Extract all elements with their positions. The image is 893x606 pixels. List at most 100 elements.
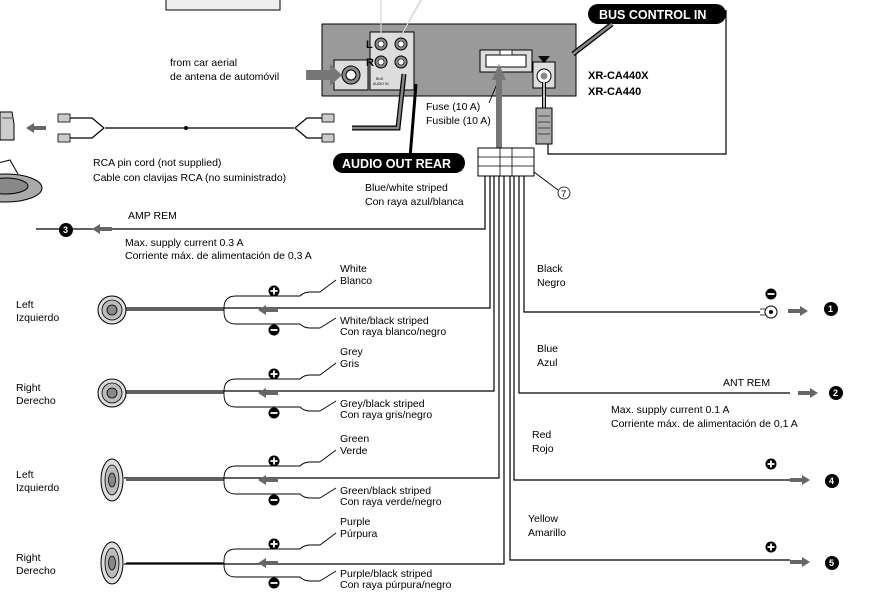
model-xr-ca440x: XR-CA440X bbox=[588, 70, 649, 82]
ant-max-en: Max. supply current 0.1 A bbox=[611, 404, 729, 416]
arrow-left-icon bbox=[258, 475, 278, 485]
ref-3-badge bbox=[59, 223, 73, 237]
amplifier-icon bbox=[0, 111, 15, 141]
aerial-arrow-icon bbox=[306, 64, 342, 86]
minus-icon bbox=[268, 494, 280, 506]
audio-out-rear-tag: AUDIO OUT REAR bbox=[333, 153, 465, 173]
speaker-side-es: Derecho bbox=[16, 565, 56, 577]
arrow-left-icon bbox=[258, 388, 278, 398]
fuse-label-en: Fuse (10 A) bbox=[426, 101, 480, 113]
arrow-left-icon bbox=[258, 305, 278, 315]
model-xr-ca440: XR-CA440 bbox=[588, 86, 641, 98]
speaker-neg-wire-en: Grey/black striped bbox=[340, 398, 425, 410]
speaker-side-en: Left bbox=[16, 469, 34, 481]
speaker-pos-wire-es: Verde bbox=[340, 445, 368, 457]
ref-1-badge bbox=[824, 302, 838, 316]
plus-icon bbox=[268, 538, 280, 550]
fuse-arrow-icon bbox=[492, 64, 506, 148]
speaker-side-es: Derecho bbox=[16, 395, 56, 407]
rca-pin-cord bbox=[57, 113, 335, 143]
wire-red-es: Rojo bbox=[532, 443, 554, 455]
bluewhite-label-es: Con raya azul/blanca bbox=[365, 196, 464, 208]
aerial-label-en: from car aerial bbox=[170, 57, 237, 69]
speaker-pos-wire-es: Gris bbox=[340, 358, 359, 370]
speaker-pos-wire-en: Grey bbox=[340, 346, 364, 358]
speaker-icon bbox=[97, 378, 127, 408]
speaker-side-en: Right bbox=[16, 552, 41, 564]
speaker-pos-wire-en: White bbox=[340, 263, 367, 275]
minus-icon bbox=[268, 577, 280, 589]
speaker-neg-wire-es: Con raya gris/negro bbox=[340, 409, 432, 421]
speaker-icon bbox=[100, 458, 124, 502]
wire-blue-en: Blue bbox=[537, 343, 558, 355]
wire-blue-es: Azul bbox=[537, 357, 557, 369]
rca-label-en: RCA pin cord (not supplied) bbox=[93, 157, 221, 169]
wire-yellow-en: Yellow bbox=[528, 513, 558, 525]
speaker-neg-wire-en: Green/black striped bbox=[340, 485, 431, 497]
speaker-pos-wire-en: Purple bbox=[340, 516, 371, 528]
speaker-side-es: Izquierdo bbox=[16, 312, 59, 324]
jack-tag-1: BUS bbox=[376, 77, 384, 81]
jack-tag-2: AUDIO IN bbox=[373, 82, 389, 86]
harness-connector bbox=[477, 147, 535, 177]
ref-3-text: 3 bbox=[63, 225, 68, 235]
bus-control-in-label: BUS CONTROL IN bbox=[599, 8, 706, 22]
aerial-label-es: de antena de automóvil bbox=[170, 71, 279, 83]
ant-rem-label: ANT REM bbox=[723, 377, 770, 389]
wire-black-es: Negro bbox=[537, 277, 566, 289]
rca-label-es: Cable con clavijas RCA (no suministrado) bbox=[93, 172, 286, 184]
arrow-left-icon bbox=[258, 558, 278, 568]
ref-2-badge bbox=[829, 386, 843, 400]
ref-4-badge bbox=[825, 474, 839, 488]
harness-wires bbox=[36, 176, 790, 565]
ref-5-text: 5 bbox=[829, 558, 834, 568]
speaker-pos-wire-es: Púrpura bbox=[340, 528, 378, 540]
head-unit-rear-panel: L R BUS AUDIO IN bbox=[321, 23, 577, 97]
speaker-pos-wire-en: Green bbox=[340, 433, 369, 445]
speaker-neg-wire-es: Con raya púrpura/negro bbox=[340, 579, 452, 591]
plus-icon bbox=[268, 455, 280, 467]
ref-1-text: 1 bbox=[828, 304, 833, 314]
ant-max-es: Corriente máx. de alimentación de 0,1 A bbox=[611, 418, 798, 430]
fuse-label-es: Fusible (10 A) bbox=[426, 115, 491, 127]
plus-icon bbox=[268, 285, 280, 297]
ref-2-text: 2 bbox=[833, 388, 838, 398]
audio-out-rear-label: AUDIO OUT REAR bbox=[342, 157, 451, 171]
speaker-icon bbox=[100, 541, 124, 585]
subwoofer-icon bbox=[0, 159, 43, 203]
amp-rem-label: AMP REM bbox=[128, 210, 177, 222]
speaker-neg-wire-es: Con raya verde/negro bbox=[340, 496, 442, 508]
plus-icon bbox=[268, 368, 280, 380]
harness-ref: 7 bbox=[561, 189, 566, 200]
ref-4-text: 4 bbox=[829, 476, 834, 486]
bus-plug bbox=[535, 82, 553, 145]
speaker-pos-wire-es: Blanco bbox=[340, 275, 372, 287]
partial-box bbox=[165, 0, 281, 11]
ground-terminal-icon bbox=[760, 305, 778, 319]
speaker-icon bbox=[97, 295, 127, 325]
speaker-neg-wire-en: Purple/black striped bbox=[340, 568, 432, 580]
amp-max-en: Max. supply current 0.3 A bbox=[125, 237, 243, 249]
speaker-side-en: Right bbox=[16, 382, 41, 394]
bluewhite-label-en: Blue/white striped bbox=[365, 182, 448, 194]
amp-max-es: Corriente máx. de alimentación de 0,3 A bbox=[125, 250, 312, 262]
wire-yellow-es: Amarillo bbox=[528, 527, 566, 539]
wire-red-en: Red bbox=[532, 429, 551, 441]
jack-r-label: R bbox=[366, 57, 374, 69]
jack-l-label: L bbox=[366, 39, 373, 51]
wire-black-en: Black bbox=[537, 263, 563, 275]
minus-icon bbox=[268, 324, 280, 336]
ref-5-badge bbox=[825, 556, 839, 570]
bus-control-in-tag: BUS CONTROL IN bbox=[588, 4, 726, 24]
speaker-side-en: Left bbox=[16, 299, 34, 311]
speaker-side-es: Izquierdo bbox=[16, 482, 59, 494]
speaker-neg-wire-es: Con raya blanco/negro bbox=[340, 326, 446, 338]
minus-icon bbox=[268, 407, 280, 419]
speaker-neg-wire-en: White/black striped bbox=[340, 315, 429, 327]
